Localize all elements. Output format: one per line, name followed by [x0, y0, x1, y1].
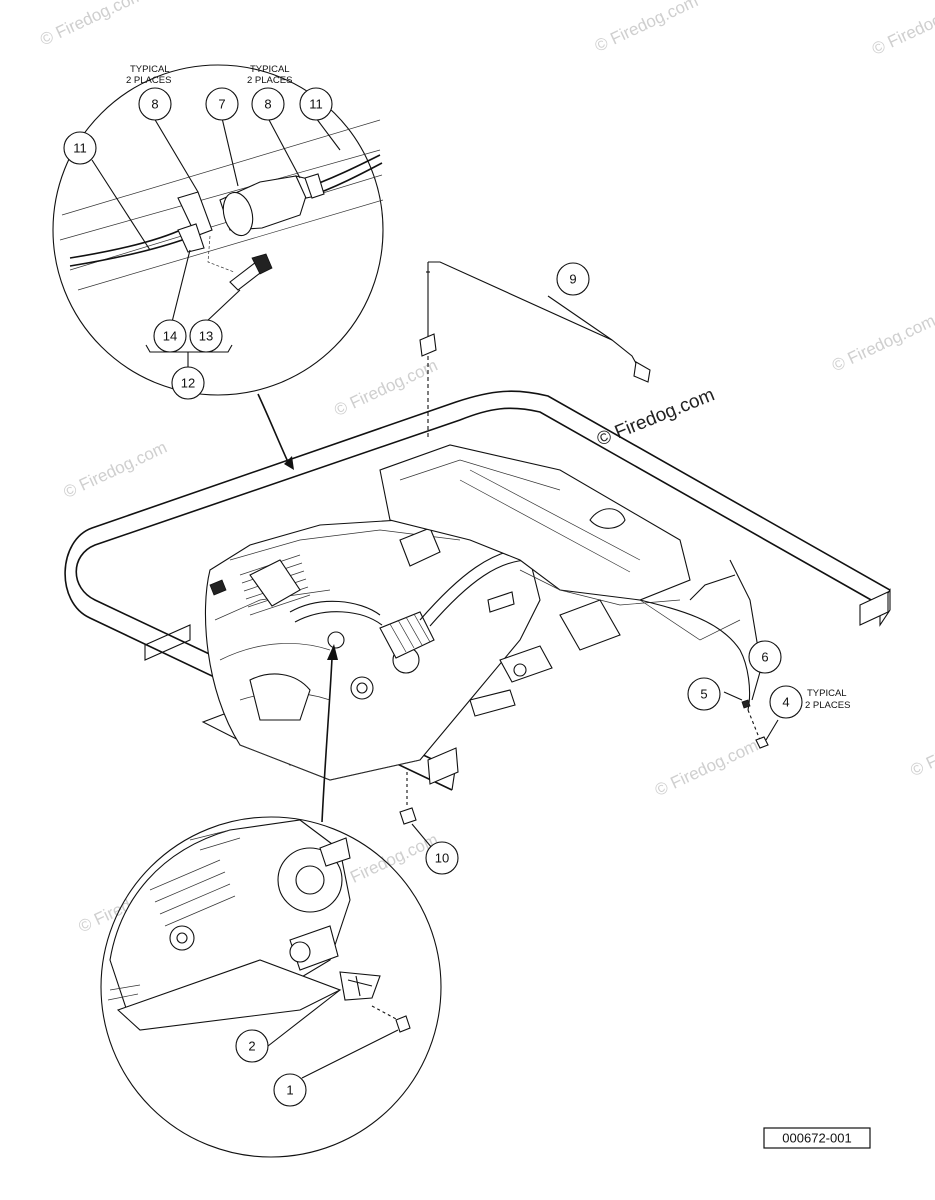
callout-label: 13 — [199, 329, 213, 344]
callout-label: 4 — [782, 695, 789, 710]
engine — [204, 519, 541, 781]
callout-11: 11 — [299, 87, 333, 121]
callout-5: 5 — [687, 677, 721, 711]
callout-label: 6 — [761, 650, 768, 665]
note-line: TYPICAL — [807, 688, 847, 699]
callout-7: 7 — [205, 87, 239, 121]
callout-label: 14 — [163, 329, 177, 344]
callout-8: 8 — [138, 87, 172, 121]
fuel-filter — [219, 175, 317, 237]
watermark-main: © Firedog.com — [594, 384, 718, 450]
fuel-line-9 — [419, 261, 651, 440]
chassis-right — [379, 444, 761, 711]
watermark: © Firedog.com — [331, 356, 440, 420]
note-line: 2 PLACES — [126, 75, 171, 86]
note-line: 2 PLACES — [805, 700, 850, 711]
callout-13: 13 — [189, 319, 223, 353]
bolt — [229, 253, 273, 291]
watermark: © Firedog.com — [592, 0, 701, 56]
callout-label: 11 — [73, 141, 87, 156]
note-line: 2 PLACES — [247, 75, 292, 86]
callout-6: 6 — [748, 640, 782, 674]
watermark: © Firedog.com — [907, 716, 935, 780]
note-line: TYPICAL — [130, 64, 170, 75]
callout-1: 1 — [273, 1073, 307, 1107]
callout-11: 11 — [63, 131, 97, 165]
callout-14: 14 — [153, 319, 187, 353]
watermark: © Firedog.com — [829, 311, 935, 375]
callout-label: 5 — [700, 687, 707, 702]
callout-label: 12 — [181, 376, 195, 391]
fasteners-4-6 — [723, 671, 779, 749]
drawing-number-box: 000672-001 — [763, 1127, 871, 1149]
callout-label: 7 — [218, 97, 225, 112]
callout-12: 12 — [171, 366, 205, 400]
callout-9: 9 — [556, 262, 590, 296]
callout-label: 9 — [569, 272, 576, 287]
watermark: © Firedog.com — [652, 736, 761, 800]
transmission-lower — [239, 645, 553, 781]
callout-10: 10 — [425, 841, 459, 875]
callout-8: 8 — [251, 87, 285, 121]
callout-label: 2 — [248, 1039, 255, 1054]
callout-label: 10 — [435, 851, 449, 866]
callout-2: 2 — [235, 1029, 269, 1063]
watermark: © Firedog.com — [869, 0, 935, 59]
callout-label: 8 — [151, 97, 158, 112]
note-line: TYPICAL — [250, 64, 290, 75]
pointer-arrow-bottom — [321, 644, 338, 823]
frame-tube — [64, 390, 891, 791]
watermark: © Firedog.com — [37, 0, 146, 50]
callout-label: 11 — [309, 97, 323, 112]
pointer-arrow-top — [257, 393, 294, 470]
callout-label: 1 — [286, 1083, 293, 1098]
detail-circle-fuel-filter — [52, 64, 384, 396]
note-typical-right: TYPICAL 2 PLACES — [805, 688, 850, 711]
clamp-bracket — [177, 173, 325, 253]
note-typical-left: TYPICAL 2 PLACES — [126, 64, 171, 86]
bolt-10 — [399, 772, 433, 849]
detail-circle-engine-mount — [100, 816, 442, 1158]
watermark: © Firedog.com — [61, 438, 170, 502]
intake-boot — [379, 611, 435, 659]
main-assembly — [64, 390, 891, 791]
callout-label: 8 — [264, 97, 271, 112]
drawing-number: 000672-001 — [782, 1131, 851, 1146]
callout-4: 4 — [769, 685, 803, 719]
note-typical-mid: TYPICAL 2 PLACES — [247, 64, 292, 86]
